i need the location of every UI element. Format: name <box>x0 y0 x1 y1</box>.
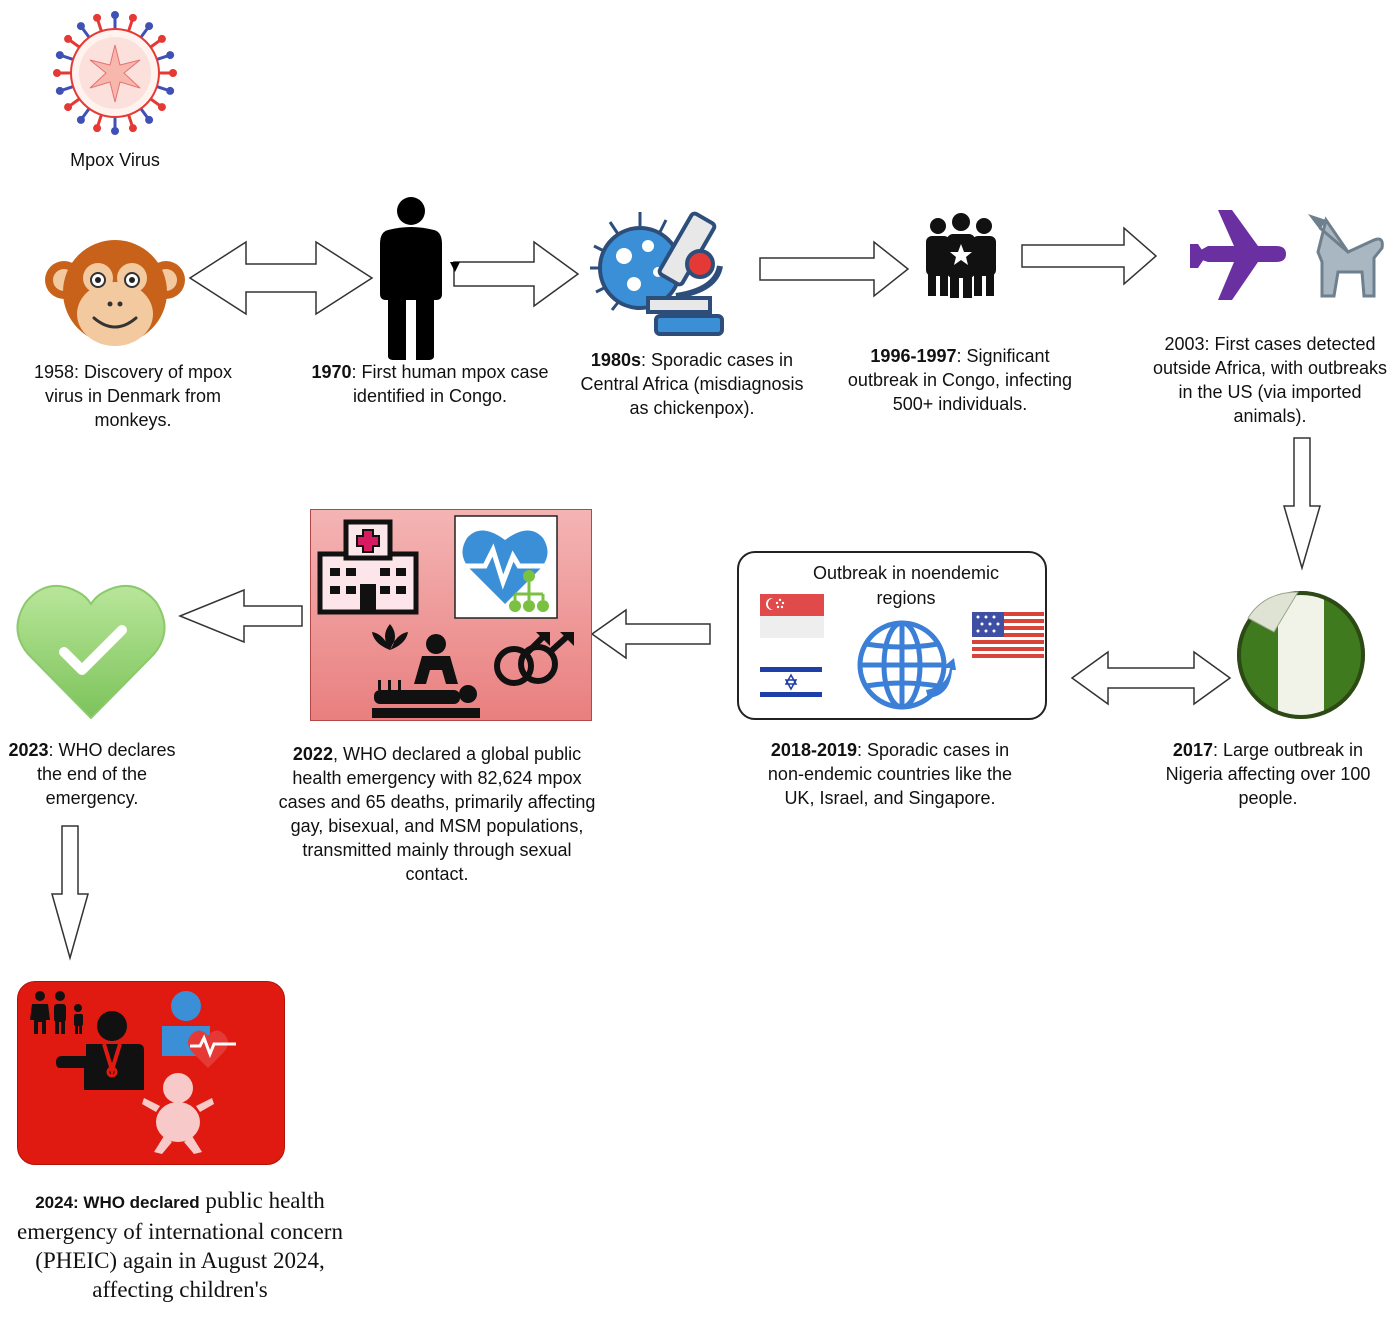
massage-therapy-icon <box>372 634 480 718</box>
human-icon <box>380 197 442 360</box>
double-arrow-icon <box>188 240 374 316</box>
family-icon <box>30 991 83 1034</box>
event-1958-caption: 1958: Discovery of mpox virus in Denmark… <box>33 362 233 430</box>
arrow-right-icon <box>450 240 580 308</box>
dog-icon <box>1308 214 1384 298</box>
virus-spike-tip <box>53 69 61 77</box>
virus-spike-tip <box>166 51 175 60</box>
airplane-icon <box>1190 210 1286 300</box>
event-2017-caption: 2017: Large outbreak in Nigeria affectin… <box>1165 740 1371 808</box>
globe-icon <box>857 620 956 710</box>
nigeria-flag-icon <box>1237 591 1365 719</box>
virus-spike-tip <box>128 124 137 133</box>
virus-spike-tip <box>64 34 73 43</box>
arrow-left-icon <box>590 608 711 660</box>
baby-icon <box>142 1073 214 1154</box>
virus-spike-tip <box>169 69 177 77</box>
virus-label: Mpox Virus <box>70 150 160 170</box>
virus-spike-tip <box>145 115 154 124</box>
event-2022-caption: 2022, WHO declared a global public healt… <box>278 744 596 884</box>
event-2003-caption: 2003: First cases detected outside Afric… <box>1152 334 1388 426</box>
virus-spike-tip <box>55 51 64 60</box>
virus-spike-tip <box>111 11 119 19</box>
virus-icon <box>53 11 177 135</box>
hospital-icon <box>317 519 419 615</box>
virus-spike-tip <box>76 22 85 31</box>
event-2018-caption: 2018-2019: Sporadic cases in non-endemic… <box>767 740 1013 808</box>
arrow-left-icon <box>178 588 303 644</box>
virus-spike-tip <box>111 127 119 135</box>
virus-spike-tip <box>64 103 73 112</box>
doctor-icon <box>56 1011 144 1090</box>
outbreak-box-title: Outbreak in noendemic regions <box>812 563 1000 608</box>
virus-spike-tip <box>128 13 137 22</box>
israel-flag-icon <box>760 664 822 700</box>
heart-monitor-icon <box>454 515 558 619</box>
virus-spike-tip <box>145 22 154 31</box>
lotus-icon <box>372 624 408 650</box>
virus-spike-tip <box>166 86 175 95</box>
singapore-flag-icon <box>760 594 824 638</box>
event-1980-caption: 1980s: Sporadic cases in Central Africa … <box>580 350 804 418</box>
gender-male-symbols-icon <box>494 631 574 686</box>
virus-spike-tip <box>157 103 166 112</box>
event-1996-caption: 1996-1997: Significant outbreak in Congo… <box>847 346 1073 414</box>
people-group-icon <box>926 213 996 298</box>
event-2023-caption: 2023: WHO declares the end of the emerge… <box>8 740 176 808</box>
monkey-icon <box>45 240 185 346</box>
event-2024-caption: 2024: WHO declared public health emergen… <box>17 1188 343 1302</box>
virus-spike-tip <box>93 13 102 22</box>
event-1970-caption: 1970: First human mpox case identified i… <box>311 362 549 406</box>
microscope-virus-icon <box>590 211 724 336</box>
virus-spike-tip <box>157 34 166 43</box>
heart-check-icon <box>16 584 166 720</box>
double-arrow-icon <box>1070 650 1232 706</box>
virus-spike-tip <box>76 115 85 124</box>
virus-spike-tip <box>55 86 64 95</box>
usa-flag-icon <box>972 612 1044 658</box>
arrow-right-icon <box>1021 226 1158 286</box>
arrow-down-icon <box>51 825 89 961</box>
patient-heart-icon <box>162 991 236 1068</box>
arrow-down-icon <box>1283 437 1321 571</box>
arrow-right-icon <box>759 240 910 298</box>
virus-spike-tip <box>93 124 102 133</box>
